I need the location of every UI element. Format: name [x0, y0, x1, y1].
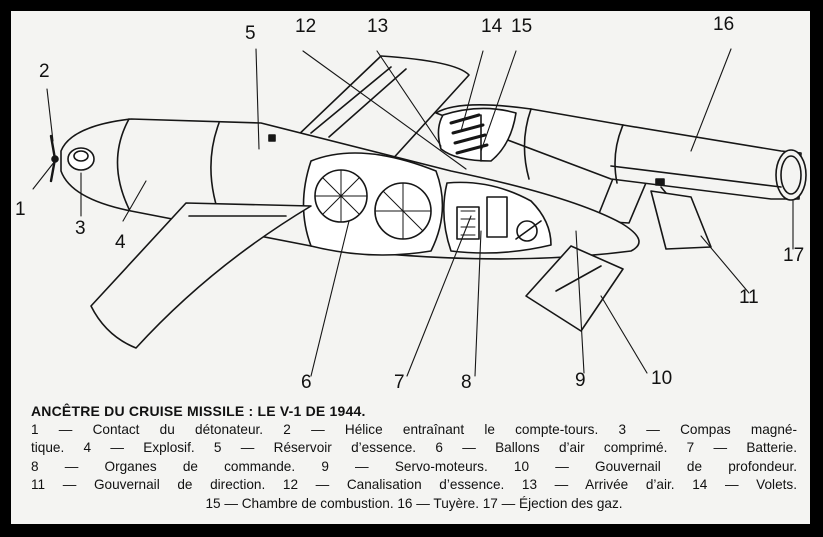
callout-17: 17 [783, 245, 805, 266]
callout-16: 16 [713, 14, 735, 35]
v1-cutaway-drawing [32, 48, 807, 377]
callout-10: 10 [651, 368, 673, 389]
callout-13: 13 [367, 16, 389, 37]
callout-9: 9 [575, 370, 586, 391]
figure-caption: ANCÊTRE DU CRUISE MISSILE : LE V-1 DE 19… [31, 402, 797, 514]
callout-2: 2 [39, 61, 50, 82]
caption-line: tique. 4 — Explosif. 5 — Réservoir d’ess… [31, 440, 797, 456]
caption-title: ANCÊTRE DU CRUISE MISSILE : LE V-1 DE 19… [31, 403, 366, 419]
figure-frame: 1 2 3 4 5 12 13 14 15 16 17 11 10 9 8 7 … [11, 11, 810, 524]
callout-4: 4 [115, 232, 126, 253]
callout-7: 7 [394, 372, 405, 393]
caption-line: 8 — Organes de commande. 9 — Servo-moteu… [31, 458, 797, 474]
callout-5: 5 [245, 23, 256, 44]
pulse-jet-engine [435, 104, 807, 250]
caption-line: 11 — Gouvernail de direction. 12 — Canal… [31, 477, 797, 493]
callout-15: 15 [511, 16, 533, 37]
leader-lines [32, 48, 794, 377]
callout-11: 11 [739, 287, 759, 308]
callout-6: 6 [301, 372, 312, 393]
callout-1: 1 [15, 199, 26, 220]
callout-14: 14 [481, 16, 503, 37]
wing-lower [90, 202, 312, 349]
wing-upper [293, 55, 470, 164]
caption-line: 15 — Chambre de combustion. 16 — Tuyère.… [205, 495, 623, 511]
callout-3: 3 [75, 218, 86, 239]
caption-line: 1 — Contact du détonateur. 2 — Hélice en… [31, 421, 797, 437]
callout-8: 8 [461, 372, 472, 393]
callout-12: 12 [295, 16, 317, 37]
